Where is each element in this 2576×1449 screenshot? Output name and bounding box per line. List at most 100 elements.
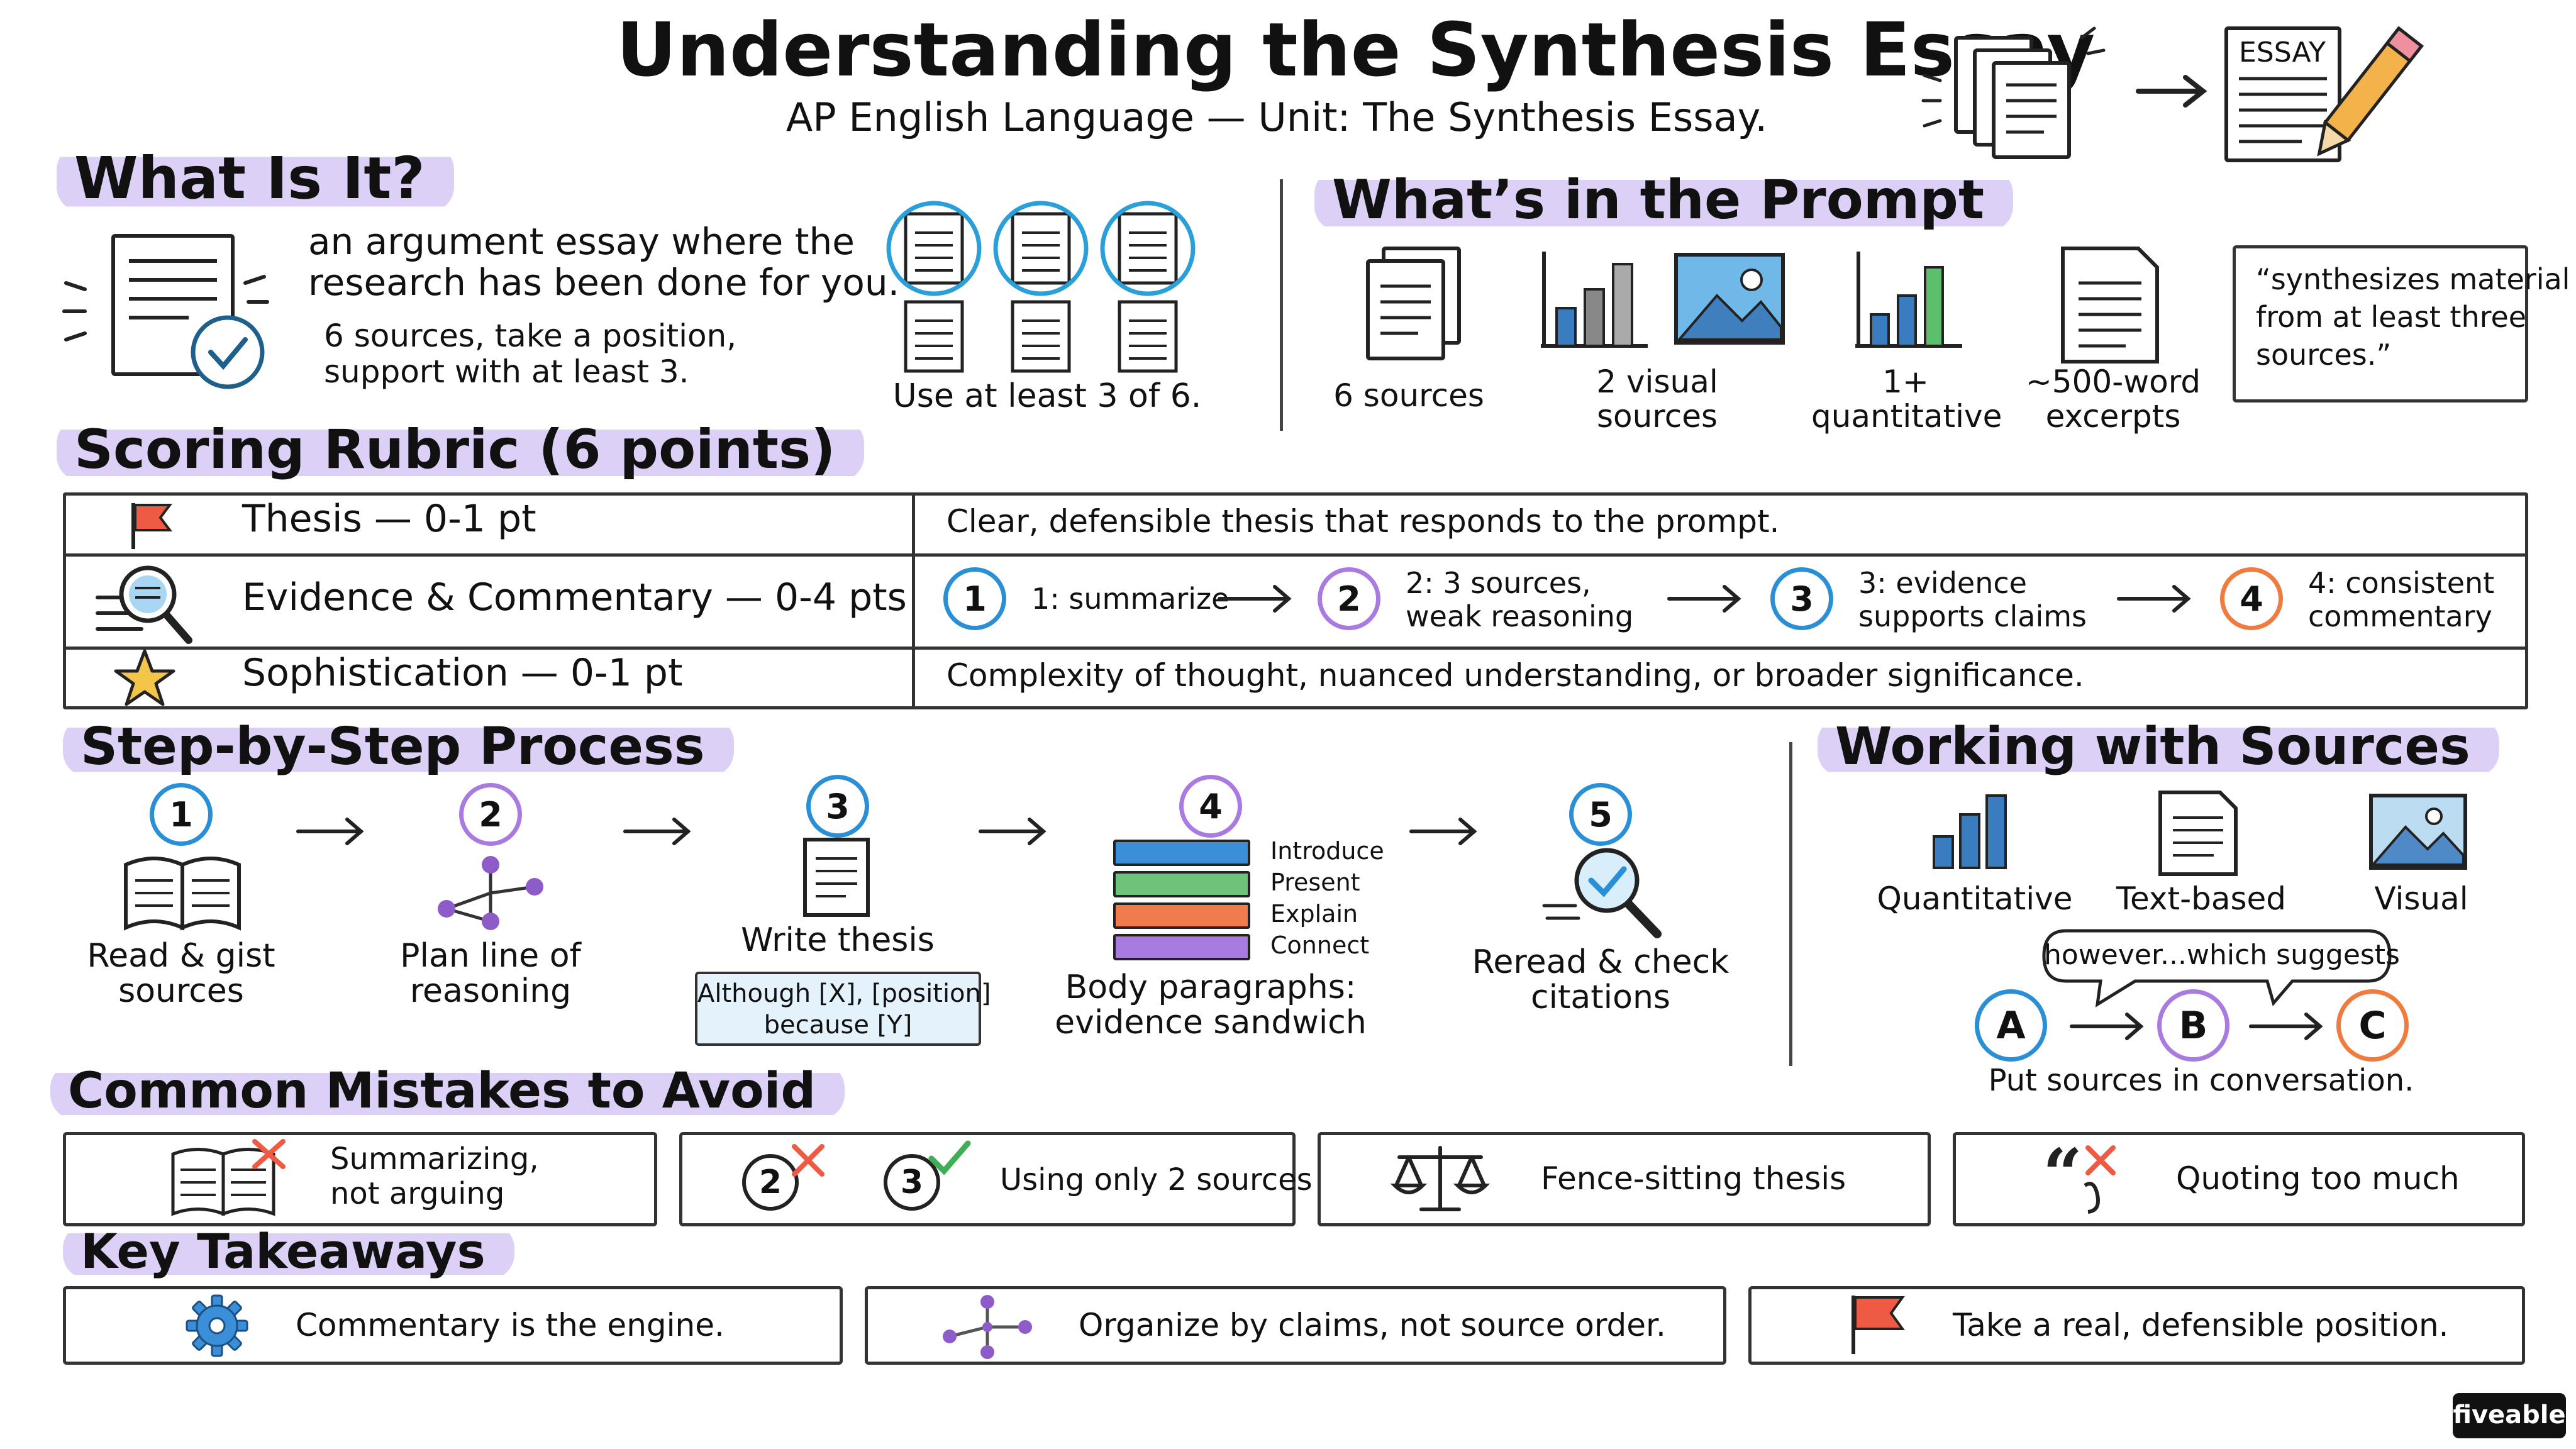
prompt-item-4-line1: ~500-word — [2025, 364, 2201, 400]
mistake-1-line2: not arguing — [330, 1176, 505, 1211]
quantitative-chart-icon — [1855, 252, 1962, 348]
source-type-visual: Visual — [2374, 880, 2468, 917]
open-book-icon — [124, 857, 241, 931]
sandwich-layer-label: Connect — [1270, 931, 1370, 959]
three-circle-icon: 3 — [884, 1154, 940, 1211]
sandwich-layer — [1113, 871, 1250, 897]
step-number-badge: 3 — [806, 775, 869, 838]
prompt-quote-box: “synthesizes material from at least thre… — [2233, 245, 2570, 402]
step-label: reasoning — [409, 972, 572, 1010]
quantitative-chart-icon — [1933, 794, 2007, 869]
what-is-it-line2: research has been done for you. — [308, 261, 900, 304]
step-label: Plan line of — [400, 937, 581, 975]
rubric-thesis-desc: Clear, defensible thesis that responds t… — [947, 503, 1780, 540]
mistake-card — [1953, 1132, 2525, 1226]
network-icon — [943, 1295, 1032, 1359]
step-label: evidence sandwich — [1055, 1004, 1367, 1041]
step-number-badge: 2 — [459, 783, 522, 846]
page-title: Understanding the Synthesis Essay — [616, 6, 2096, 93]
section-divider — [1280, 179, 1283, 431]
svg-text:“: “ — [2043, 1133, 2082, 1214]
three-of-six-documents-icon — [886, 201, 1196, 373]
magnifier-check-icon — [1542, 848, 1662, 938]
document-icon — [803, 838, 870, 917]
rubric-level-badge: 1 — [943, 567, 1006, 630]
sandwich-layer-label: Explain — [1270, 900, 1358, 928]
quote-x-icon: “ — [2043, 1133, 2116, 1214]
section-heading-sources: Working with Sources — [1818, 717, 2499, 777]
step-label: Body paragraphs: — [1065, 969, 1357, 1006]
arrow-right-icon — [1667, 585, 1741, 613]
step-number-badge: 4 — [1179, 775, 1242, 838]
prompt-item-3-line2: quantitative — [1811, 398, 2002, 435]
excerpt-document-icon — [2061, 247, 2159, 364]
takeaway-2-text: Organize by claims, not source order. — [1079, 1307, 1666, 1343]
source-chain-node: A — [1975, 989, 2047, 1062]
arrow-right-icon — [1409, 818, 1477, 845]
check-mark-icon — [928, 1140, 971, 1175]
section-heading-prompt: What’s in the Prompt — [1314, 169, 2014, 231]
rubric-table — [63, 492, 2528, 709]
source-chain-node: C — [2336, 989, 2409, 1062]
arrow-right-icon — [2070, 1013, 2144, 1040]
thesis-template-line2: because [Y] — [763, 1011, 913, 1040]
x-mark-icon — [792, 1144, 824, 1177]
step-number-badge: 1 — [150, 783, 213, 846]
documents-stack-icon — [1921, 26, 2106, 159]
two-circle-icon: 2 — [742, 1154, 799, 1211]
rubric-level-text: 2: 3 sources, — [1406, 566, 1591, 600]
what-is-it-line1: an argument essay where the — [308, 220, 855, 263]
book-x-icon — [171, 1139, 286, 1216]
scales-icon — [1390, 1146, 1491, 1211]
essay-label: ESSAY — [2239, 36, 2326, 69]
step-label: Read & gist — [87, 937, 275, 975]
rubric-level-text: 4: consistent — [2308, 566, 2495, 600]
rubric-level-text: 1: summarize — [1031, 582, 1230, 616]
text-document-icon — [2158, 791, 2238, 876]
checked-document-icon — [62, 234, 269, 389]
step-label: sources — [118, 972, 244, 1010]
brand-logo: fiveable — [2453, 1393, 2566, 1438]
thesis-template-line1: Although [X], [position] — [697, 979, 991, 1008]
bar-chart-icon — [1541, 252, 1648, 348]
mistake-4-text: Quoting too much — [2176, 1160, 2460, 1197]
gear-icon — [186, 1294, 248, 1357]
mistake-1-line1: Summarizing, — [330, 1141, 539, 1177]
network-icon — [438, 856, 543, 930]
arrow-right-icon — [979, 818, 1046, 845]
rubric-level-text: commentary — [2308, 599, 2492, 633]
rubric-sophistication-label: Sophistication — 0-1 pt — [242, 651, 683, 695]
sources-caption: Put sources in conversation. — [1988, 1063, 2414, 1098]
rubric-level-text: supports claims — [1858, 599, 2087, 633]
rubric-level-badge: 2 — [1318, 567, 1380, 630]
section-heading-mistakes: Common Mistakes to Avoid — [50, 1063, 845, 1119]
rubric-level-badge: 4 — [2220, 567, 2283, 630]
prompt-item-2-line1: 2 visual — [1596, 364, 1718, 400]
arrow-right-icon — [1218, 585, 1292, 613]
rubric-level-badge: 3 — [1770, 567, 1833, 630]
source-type-text: Text-based — [2116, 880, 2287, 917]
prompt-quote-line3: sources.” — [2256, 338, 2392, 372]
arrow-right-icon — [623, 818, 691, 845]
section-heading-rubric: Scoring Rubric (6 points) — [57, 418, 865, 481]
brand-logo-text: fiveable — [2453, 1401, 2566, 1430]
section-divider — [1789, 742, 1792, 1066]
what-is-it-line4: support with at least 3. — [324, 353, 689, 390]
section-heading-what-is-it: What Is It? — [57, 145, 454, 212]
speech-bubble-text: however...which suggests — [2044, 939, 2400, 971]
source-chain-node: B — [2157, 989, 2229, 1062]
use-three-caption: Use at least 3 of 6. — [892, 377, 1202, 415]
prompt-item-1-line1: 6 sources — [1333, 377, 1484, 414]
flag-icon — [1852, 1296, 1905, 1354]
prompt-item-2-line2: sources — [1596, 398, 1718, 435]
magnifier-icon — [96, 565, 192, 644]
takeaway-3-text: Take a real, defensible position. — [1953, 1307, 2449, 1343]
arrow-right-icon — [2136, 75, 2207, 108]
mistake-3-text: Fence-sitting thesis — [1541, 1160, 1846, 1197]
rubric-sophistication-desc: Complexity of thought, nuanced understan… — [947, 657, 2084, 694]
step-label: citations — [1531, 979, 1670, 1016]
landscape-image-icon — [1674, 253, 1785, 345]
star-icon — [114, 649, 175, 706]
rubric-thesis-label: Thesis — 0-1 pt — [242, 497, 536, 541]
arrow-right-icon — [2249, 1013, 2323, 1040]
